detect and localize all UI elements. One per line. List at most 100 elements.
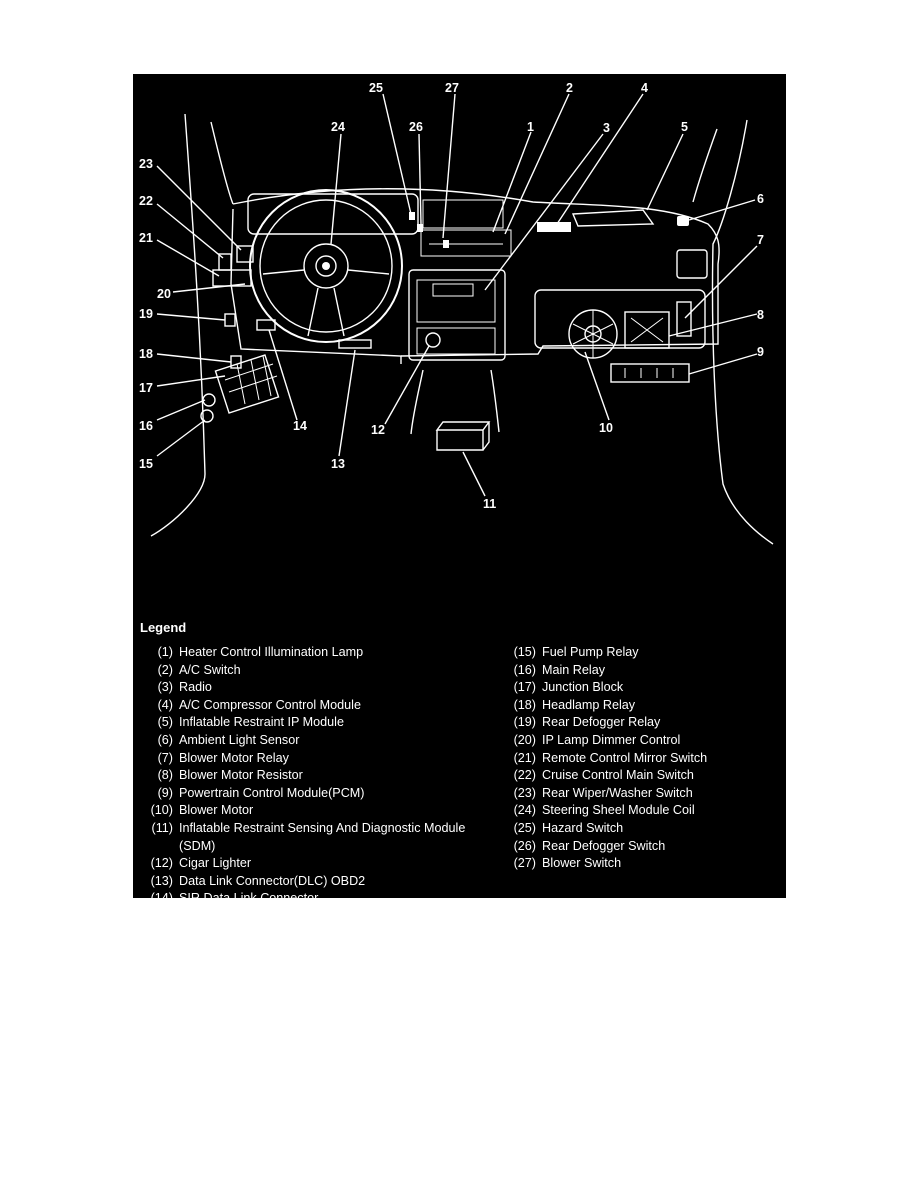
leader-17 [156, 375, 226, 387]
dashboard-diagram: 1 2 3 4 5 6 7 8 9 10 11 12 13 14 15 16 1… [139, 81, 774, 545]
legend-item-text: Data Link Connector(DLC) OBD2 [179, 873, 366, 888]
legend-item-text: A/C Compressor Control Module [179, 697, 361, 712]
legend-item-text: A/C Switch [179, 662, 241, 677]
legend-item-number: (21) [513, 750, 536, 765]
legend-item-text: Inflatable Restraint Sensing And Diagnos… [179, 820, 466, 853]
callout-10: 10 [599, 421, 613, 435]
callout-9: 9 [757, 345, 764, 359]
leader-9 [688, 353, 758, 375]
legend-item-text: Blower Motor Relay [179, 750, 289, 765]
callout-2: 2 [566, 81, 573, 95]
legend-item-number: (2) [157, 662, 173, 677]
legend-item: (19)Rear Defogger Relay [500, 714, 780, 732]
legend-item-text: Rear Defogger Relay [542, 715, 661, 730]
legend-item-text: Hazard Switch [542, 820, 624, 835]
callout-3: 3 [603, 121, 610, 135]
legend-item-text: Rear Wiper/Washer Switch [542, 785, 693, 800]
legend-item-text: Heater Control Illumination Lamp [179, 645, 364, 659]
steering-wheel-inner [259, 199, 393, 333]
callout-25: 25 [369, 81, 383, 95]
leader-23 [156, 165, 242, 251]
callout-6: 6 [757, 192, 764, 206]
right-pillar-outline [711, 119, 774, 545]
legend-item: (2) A/C Switch [137, 662, 467, 680]
legend-item-number: (17) [513, 680, 536, 695]
legend-item: (11) Inflatable Restraint Sensing And Dia… [137, 820, 467, 855]
legend-item-number: (11) [151, 820, 173, 835]
leader-10 [584, 351, 610, 421]
legend-item-text: SIR Data Link Connector [179, 891, 319, 906]
wiper-switch-shape [236, 245, 254, 263]
legend-item-text: Headlamp Relay [542, 697, 636, 712]
legend-item-text: Remote Control Mirror Switch [542, 750, 708, 765]
tunnel-right [490, 369, 500, 433]
legend-item-number: (3) [157, 680, 173, 695]
sir-connector-shape [256, 319, 276, 331]
legend-item-text: Powertrain Control Module(PCM) [179, 785, 365, 800]
legend-item: (9)Powertrain Control Module(PCM) [137, 785, 467, 803]
junction-block-shape [214, 354, 280, 414]
callout-24: 24 [331, 120, 345, 134]
legend-item: (23) Rear Wiper/Washer Switch [500, 785, 780, 803]
ambient-light-sensor-shape [677, 216, 689, 226]
right-pillar-inner [692, 128, 718, 203]
callout-4: 4 [641, 81, 648, 95]
legend-item-text: Blower Motor [179, 803, 254, 818]
blower-fan-blades [572, 310, 614, 358]
blower-resistor-grid [630, 317, 664, 343]
legend-item-number: (12) [150, 856, 173, 871]
legend-item-text: Blower Switch [542, 856, 622, 871]
pcm-connectors [624, 368, 674, 378]
callout-27: 27 [445, 81, 459, 95]
leader-25 [382, 93, 412, 215]
leader-27 [442, 93, 456, 239]
steering-spoke-left [262, 269, 305, 275]
legend-item: (7)Blower Motor Relay [137, 750, 467, 768]
instrument-cluster [247, 193, 419, 235]
leader-11 [462, 451, 486, 497]
legend-item-number: (27) [513, 856, 536, 871]
callout-16: 16 [139, 419, 153, 433]
legend-item-text: Cruise Control Main Switch [542, 768, 694, 783]
legend-left-column: (1) Heater Control Illumination Lamp (2) A/… [137, 644, 467, 908]
dlc-shape [338, 339, 372, 349]
legend-item-number: (15) [513, 645, 536, 659]
blower-relay-shape [676, 301, 692, 337]
legend-item: (21) Remote Control Mirror Switch [500, 750, 780, 768]
callout-7: 7 [757, 233, 764, 247]
callout-11: 11 [483, 497, 496, 511]
leader-14 [268, 329, 298, 421]
legend-title: Legend [140, 620, 187, 635]
steering-spoke-right [347, 269, 390, 275]
main-relay-shape [202, 393, 216, 407]
legend-item-number: (13) [150, 873, 173, 888]
right-vent [676, 249, 708, 279]
legend-item: (22)Cruise Control Main Switch [500, 767, 780, 785]
legend-item: (24) Steering Sheel Module Coil [500, 802, 780, 820]
center-vents [422, 199, 504, 229]
legend-item-number: (8) [157, 768, 173, 783]
leader-7 [684, 245, 758, 319]
leader-18 [156, 353, 232, 363]
legend-item-number: (24) [513, 803, 536, 818]
legend-item: (18)Headlamp Relay [500, 697, 780, 715]
leader-12 [384, 345, 430, 425]
legend-item-text: Steering Sheel Module Coil [542, 803, 695, 818]
legend-item-number: (1) [157, 645, 173, 659]
leader-20 [172, 283, 246, 293]
blower-switch-knob [443, 240, 449, 248]
leader-13 [338, 349, 356, 457]
legend-item-number: (5) [157, 715, 173, 730]
callout-12: 12 [371, 423, 385, 437]
radio-display [432, 283, 474, 297]
left-pillar-outline [150, 113, 206, 537]
leader-21 [156, 239, 220, 277]
legend-item: (25)Hazard Switch [500, 820, 780, 838]
legend-item-number: (23) [513, 785, 536, 800]
leader-8 [668, 313, 758, 337]
leader-2 [504, 93, 570, 235]
legend-item: (8)Blower Motor Resistor [137, 767, 467, 785]
callout-15: 15 [139, 457, 153, 471]
leader-6 [688, 199, 756, 221]
callout-26: 26 [409, 120, 423, 134]
